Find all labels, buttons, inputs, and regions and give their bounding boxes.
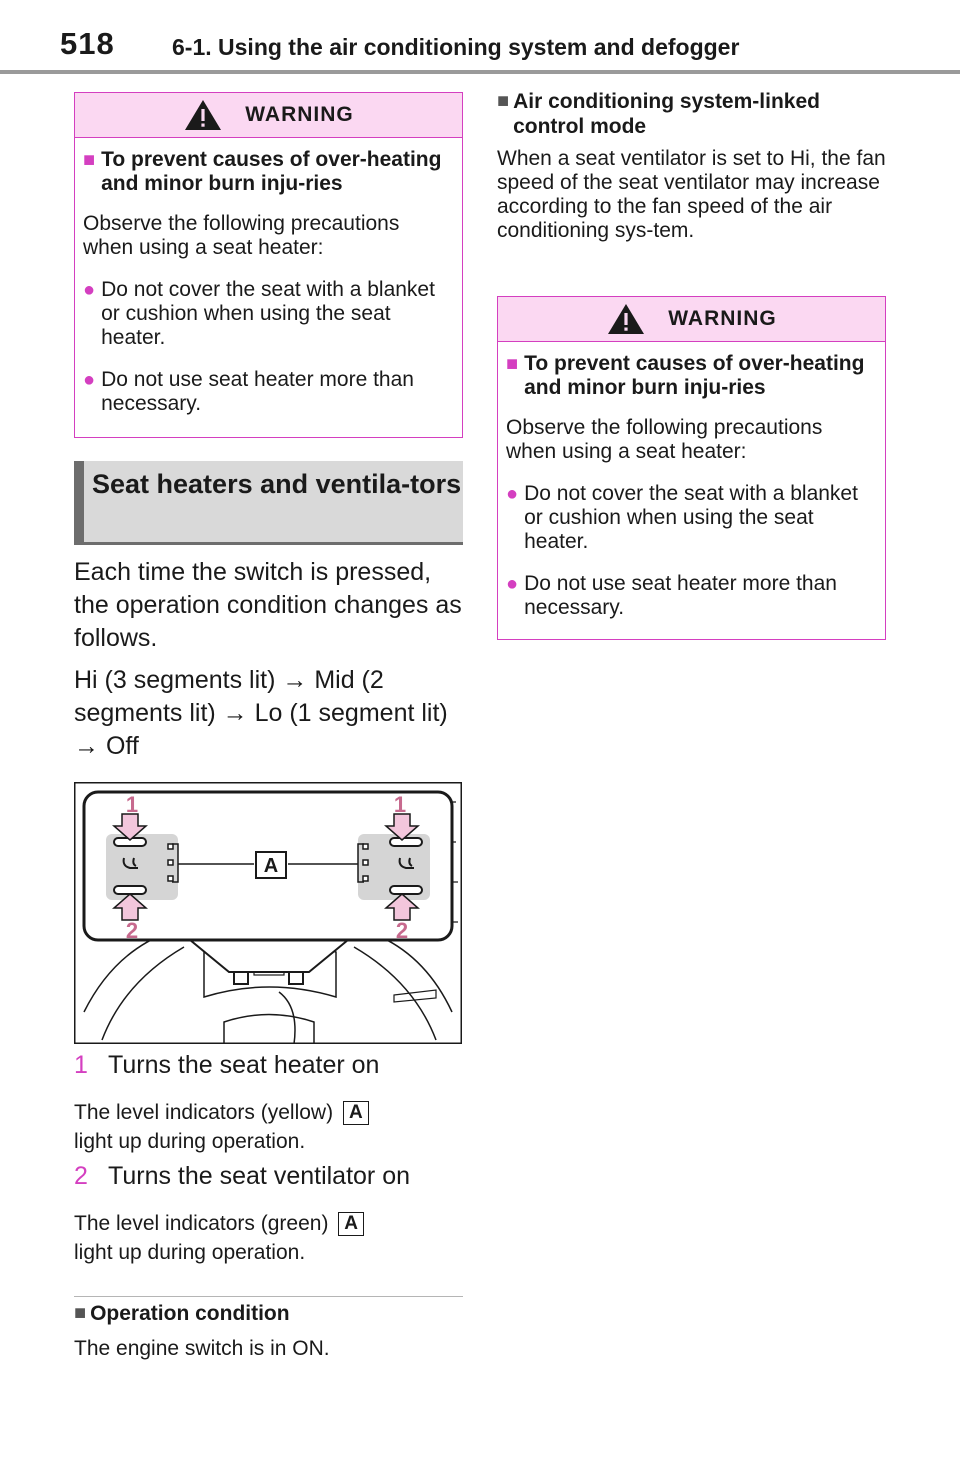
item-note-text: The level indicators (green) [74, 1212, 329, 1235]
callout-2-left: 2 [126, 918, 138, 943]
item-note-end: light up during operation. [74, 1130, 306, 1153]
warning-header: WARNING [498, 297, 885, 342]
warning-intro: Observe the following precautions when u… [506, 416, 823, 463]
ac-linked-heading-text: Air conditioning system-linked control m… [513, 90, 820, 138]
warning-bullet: ● Do not use seat heater more than neces… [506, 572, 877, 620]
divider [74, 1296, 463, 1297]
boxed-label-a: A [338, 1212, 365, 1237]
dot-bullet-icon: ● [506, 573, 519, 595]
warning-box-left: WARNING ■ To prevent causes of over-heat… [74, 92, 463, 438]
warning-bullet-text: Do not cover the seat with a blanket or … [524, 482, 858, 553]
warning-triangle-icon [608, 304, 645, 334]
item-number: 1 [74, 1051, 88, 1079]
operation-heading-text: Operation condition [90, 1302, 290, 1325]
warning-bullet: ● Do not use seat heater more than neces… [83, 368, 454, 416]
warning-subheading-text: To prevent causes of over-heating and mi… [524, 352, 865, 399]
item-note: The level indicators (yellow) A light up… [74, 1098, 466, 1156]
ac-linked-heading: ■ Air conditioning system-linked control… [497, 89, 889, 139]
callout-2-right: 2 [396, 918, 408, 943]
label-a: A [264, 855, 278, 877]
seat-switch-illustration: A 1 1 2 2 [74, 782, 462, 1044]
warning-bullet: ● Do not cover the seat with a blanket o… [83, 278, 454, 350]
warning-triangle-icon [185, 100, 222, 130]
dot-bullet-icon: ● [83, 369, 96, 391]
square-bullet-icon: ■ [83, 149, 96, 171]
callout-1-right: 1 [394, 792, 406, 817]
warning-subheading: ■ To prevent causes of over-heating and … [506, 352, 877, 400]
warning-subheading: ■ To prevent causes of over-heating and … [83, 148, 454, 196]
numbered-item: 1 Turns the seat heater on [74, 1050, 466, 1080]
section-title: 6-1. Using the air conditioning system a… [172, 34, 740, 60]
square-bullet-icon: ■ [74, 1302, 87, 1324]
header-rule [0, 70, 960, 74]
dot-bullet-icon: ● [83, 279, 96, 301]
square-bullet-icon: ■ [497, 90, 510, 112]
warning-title: WARNING [668, 307, 777, 330]
boxed-label-a: A [342, 1101, 369, 1126]
warning-bullet: ● Do not cover the seat with a blanket o… [506, 482, 877, 554]
ac-linked-text: When a seat ventilator is set to Hi, the… [497, 147, 886, 242]
item-label: Turns the seat heater on [108, 1051, 380, 1079]
warning-subheading-text: To prevent causes of over-heating and mi… [101, 148, 442, 195]
item-label: Turns the seat ventilator on [108, 1162, 411, 1190]
item-note-text: The level indicators (yellow) [74, 1101, 334, 1124]
warning-box-right: WARNING ■ To prevent causes of over-heat… [497, 296, 886, 640]
seat-sequence: Hi (3 segments lit) → Mid (2 segments li… [74, 666, 448, 760]
warning-bullet-text: Do not use seat heater more than necessa… [101, 368, 414, 415]
warning-bullet-text: Do not use seat heater more than necessa… [524, 572, 837, 619]
numbered-item: 2 Turns the seat ventilator on [74, 1161, 466, 1191]
warning-header: WARNING [75, 93, 462, 138]
dot-bullet-icon: ● [506, 483, 519, 505]
page-number: 518 [60, 26, 115, 61]
warning-bullet-text: Do not cover the seat with a blanket or … [101, 278, 435, 349]
item-note-end: light up during operation. [74, 1241, 306, 1264]
warning-intro: Observe the following precautions when u… [83, 212, 400, 259]
item-note: The level indicators (green) A light up … [74, 1209, 466, 1267]
seat-intro: Each time the switch is pressed, the ope… [74, 558, 462, 652]
item-number: 2 [74, 1162, 88, 1190]
callout-1-left: 1 [126, 792, 138, 817]
section-heading: Seat heaters and ventila-tors [92, 469, 462, 499]
section-heading-band: Seat heaters and ventila-tors [74, 461, 463, 545]
operation-heading: ■ Operation condition [74, 1301, 466, 1326]
square-bullet-icon: ■ [506, 353, 519, 375]
warning-title: WARNING [245, 103, 354, 126]
operation-text: The engine switch is in ON. [74, 1337, 330, 1360]
